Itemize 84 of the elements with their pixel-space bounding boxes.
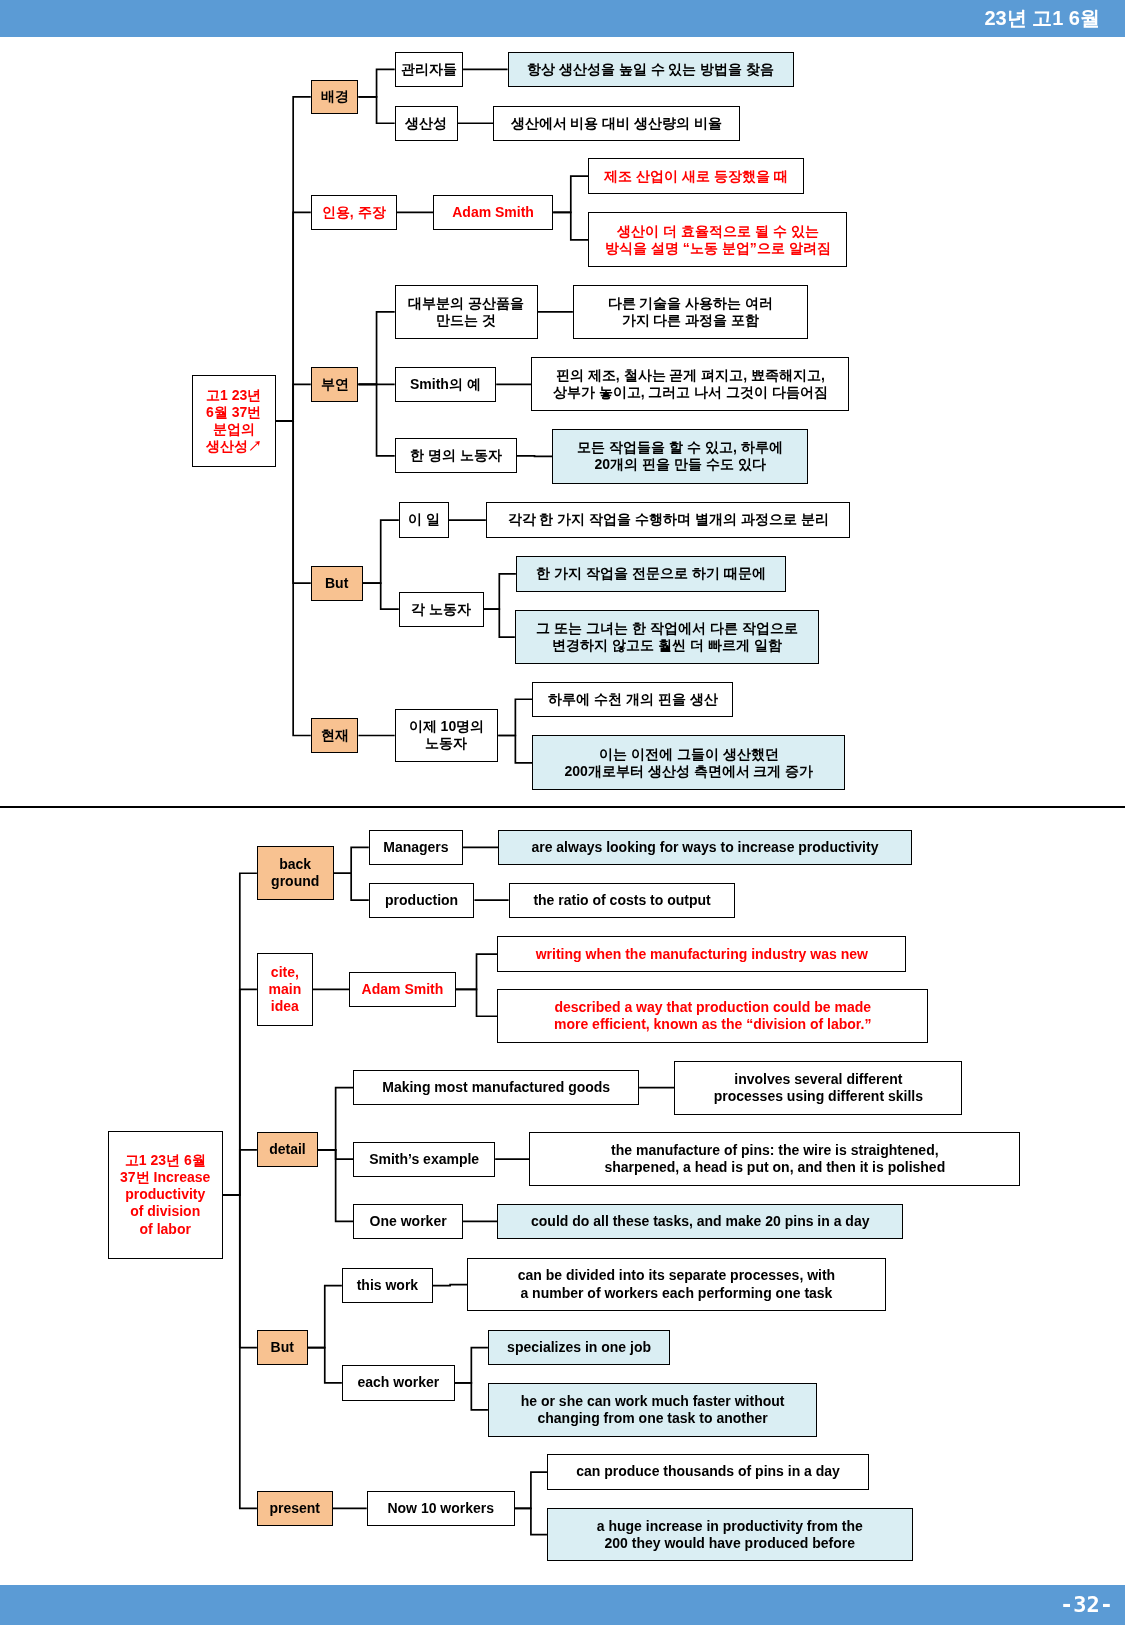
detail-box: 모든 작업들을 할 수 있고, 하루에 20개의 핀을 만들 수도 있다 (552, 428, 808, 484)
connector-line (514, 1507, 548, 1536)
category-box: But (256, 1330, 308, 1366)
connector-line (317, 1149, 355, 1223)
category-box: 부연 (310, 366, 359, 402)
subtopic-box: 한 명의 노동자 (394, 438, 517, 474)
detail-box: involves several different processes using different skills (674, 1060, 963, 1115)
subtopic-box: 생산성 (394, 105, 458, 141)
subtopic-box: 이 일 (398, 502, 449, 538)
subtopic-box: Making most manufactured goods (353, 1070, 640, 1106)
category-box: 배경 (310, 79, 359, 114)
category-box: 현재 (310, 717, 359, 754)
page-number: -32- (1060, 1591, 1113, 1619)
subtopic-box: Managers (368, 829, 464, 865)
subtopic-box: this work (341, 1267, 433, 1304)
category-box: present (256, 1490, 333, 1526)
detail-box: 핀의 제조, 철사는 곧게 펴지고, 뾰족해지고, 상부가 놓이고, 그러고 나서 그것이 다듬어짐 (531, 357, 850, 412)
detail-box: 각각 한 가지 작업을 수행하며 별개의 과정으로 분리 (485, 502, 851, 538)
connector-line (552, 211, 590, 241)
page-heading: 23년 고1 6월 (984, 6, 1100, 31)
connector-line (357, 383, 396, 457)
connector-line (497, 734, 534, 764)
detail-box: 제조 산업이 새로 등장했을 때 (588, 158, 804, 194)
detail-box: 생산이 더 효율적으로 될 수 있는 방식을 설명 “노동 분업”으로 알려짐 (588, 212, 848, 268)
connector-line (361, 582, 400, 610)
subtopic-box: Now 10 workers (366, 1490, 515, 1526)
detail-box: 항상 생산성을 높일 수 있는 방법을 찾음 (507, 51, 794, 87)
subtopic-box: 관리자들 (394, 51, 464, 87)
connector-line (306, 1346, 343, 1384)
subtopic-box: Smith의 예 (394, 366, 497, 402)
subtopic-box: 각 노동자 (398, 591, 484, 627)
detail-box: are always looking for ways to increase productivity (498, 829, 912, 865)
connector-line (473, 899, 510, 902)
detail-box: a huge increase in productivity from the 200 they would have produced before (546, 1508, 913, 1562)
connector-line (462, 846, 500, 849)
connector-line (457, 122, 494, 125)
detail-box: 생산에서 비용 대비 생산량의 비율 (493, 105, 740, 141)
connector-line (482, 608, 516, 638)
connector-line (638, 1086, 676, 1089)
detail-box: 한 가지 작업을 전문으로 하기 때문에 (515, 556, 787, 592)
detail-box: specializes in one job (487, 1330, 671, 1366)
detail-box: described a way that production could be made more efficient, known as the “division of labor.” (497, 989, 929, 1044)
detail-box: can produce thousands of pins in a day (546, 1454, 870, 1490)
subtopic-box: One worker (353, 1203, 464, 1239)
subtopic-box: 이제 10명의 노동자 (394, 708, 499, 763)
connector-line (357, 734, 396, 737)
connector-line (453, 1382, 489, 1411)
subtopic-box: Smith’s example (353, 1141, 496, 1177)
connector-line (462, 68, 509, 71)
connector-line (312, 988, 350, 991)
detail-box: 하루에 수천 개의 핀을 생산 (532, 681, 734, 717)
category-box: 인용, 주장 (310, 194, 397, 230)
topic-box: 고1 23년 6월 37번 Increase productivity of division of labor (107, 1131, 223, 1259)
connector-line (536, 310, 574, 313)
connector-line (516, 454, 553, 458)
connector-line (432, 1283, 469, 1287)
category-box: cite, main idea (256, 953, 313, 1026)
subtopic-box: each worker (341, 1365, 455, 1401)
detail-box: the manufacture of pins: the wire is straightened, sharpened, a head is put on, and then it is polished (529, 1132, 1021, 1187)
category-box: back ground (256, 846, 334, 901)
detail-box: he or she can work much faster without changing from one task to another (487, 1382, 818, 1437)
detail-box: 이는 이전에 그들이 생산했던 200개로부터 생산성 측면에서 크게 증가 (532, 735, 846, 791)
connector-line (495, 383, 533, 386)
connector-line (462, 1220, 499, 1223)
subtopic-box: Adam Smith (349, 971, 456, 1007)
detail-box: could do all these tasks, and make 20 pins in a day (497, 1203, 904, 1239)
connector-line (332, 872, 370, 902)
connector-line (447, 519, 487, 521)
connector-line (494, 1158, 531, 1161)
detail-box: the ratio of costs to output (508, 882, 736, 918)
detail-box: can be divided into its separate processes, with a number of workers each performing one task (467, 1257, 886, 1312)
detail-box: 그 또는 그녀는 한 작업에서 다른 작업으로 변경하지 않고도 훨씬 더 빠르게 일함 (514, 610, 820, 664)
detail-box: writing when the manufacturing industry was new (497, 936, 907, 972)
detail-box: 다른 기술을 사용하는 여러 가지 다른 과정을 포함 (572, 284, 808, 339)
connector-line (357, 96, 396, 125)
connector-line (331, 1507, 368, 1510)
topic-box: 고1 23년 6월 37번 분업의 생산성↗ (191, 375, 276, 468)
category-box: detail (256, 1132, 318, 1168)
connector-line (454, 988, 499, 1018)
subtopic-box: Adam Smith (433, 194, 554, 230)
connector-line (395, 211, 434, 214)
category-box: But (310, 565, 363, 601)
subtopic-box: production (368, 882, 475, 918)
subtopic-box: 대부분의 공산품을 만드는 것 (394, 284, 538, 339)
